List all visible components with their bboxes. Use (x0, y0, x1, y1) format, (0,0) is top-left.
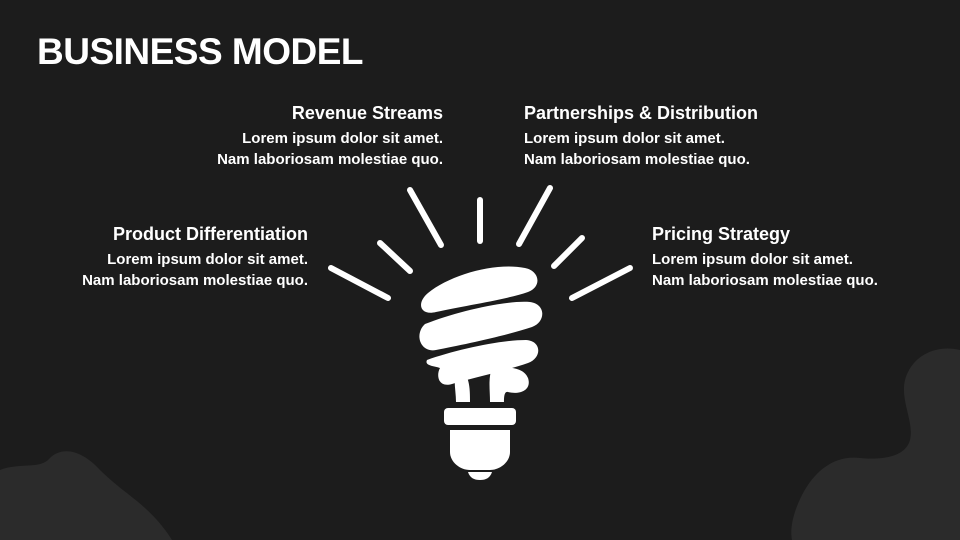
partnerships-line-1: Lorem ipsum dolor sit amet. (524, 130, 725, 147)
pricing-strategy-line-2: Nam laboriosam molestiae quo. (652, 272, 878, 289)
revenue-streams-line-2: Nam laboriosam molestiae quo. (217, 151, 443, 168)
revenue-streams-heading: Revenue Streams (291, 103, 443, 123)
revenue-streams-block: Revenue Streams Lorem ipsum dolor sit am… (217, 101, 443, 170)
partnerships-line-2: Nam laboriosam molestiae quo. (524, 151, 750, 168)
product-differentiation-heading: Product Differentiation (112, 224, 308, 244)
pricing-strategy-block: Pricing Strategy Lorem ipsum dolor sit a… (652, 222, 878, 291)
product-differentiation-line-2: Nam laboriosam molestiae quo. (82, 272, 308, 289)
pricing-strategy-heading: Pricing Strategy (652, 224, 791, 244)
slide-title: BUSINESS MODEL (37, 31, 364, 72)
partnerships-block: Partnerships & Distribution Lorem ipsum … (524, 101, 758, 170)
pricing-strategy-line-1: Lorem ipsum dolor sit amet. (652, 251, 853, 268)
product-differentiation-block: Product Differentiation Lorem ipsum dolo… (82, 222, 308, 291)
product-differentiation-line-1: Lorem ipsum dolor sit amet. (107, 251, 308, 268)
bulb-spiral (419, 266, 543, 480)
light-rays (328, 185, 633, 301)
partnerships-heading: Partnerships & Distribution (524, 103, 759, 123)
revenue-streams-line-1: Lorem ipsum dolor sit amet. (242, 130, 443, 147)
